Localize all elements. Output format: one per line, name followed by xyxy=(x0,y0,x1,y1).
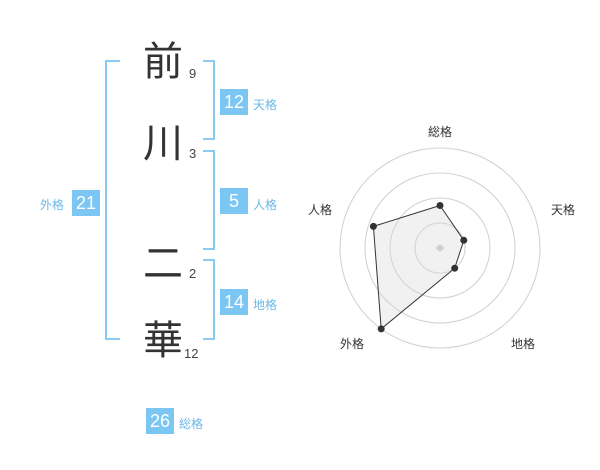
stroke-count-3: 2 xyxy=(189,266,197,281)
name-char-4: 華 xyxy=(143,318,183,364)
radar-axis-label-chikaku: 地格 xyxy=(511,337,536,351)
radar-ring xyxy=(414,222,466,274)
radar-point-1 xyxy=(436,202,444,209)
radar-ring xyxy=(364,172,516,324)
radar-polygon xyxy=(372,204,465,330)
chikaku-value: 14 xyxy=(220,289,248,315)
radar-point-5 xyxy=(369,222,377,230)
radar-point-3 xyxy=(451,264,459,272)
tenkaku-bracket xyxy=(203,60,215,140)
radar-ring xyxy=(339,147,541,349)
radar-axis-label-soukaku: 総格 xyxy=(428,125,453,139)
radar-point-2 xyxy=(460,236,468,244)
stroke-count-1: 9 xyxy=(189,66,197,81)
radar-center xyxy=(436,244,444,252)
gaikaku-label: 外格 xyxy=(40,198,65,212)
soukaku-label: 総格 xyxy=(179,417,204,431)
radar-axis-label-jinkaku: 人格 xyxy=(308,203,333,217)
jinkaku-value: 5 xyxy=(220,188,248,214)
soukaku-value: 26 xyxy=(146,408,174,434)
name-char-2: 川 xyxy=(143,121,183,167)
stroke-count-4: 12 xyxy=(184,346,199,361)
radar-point-4 xyxy=(377,325,385,333)
name-char-3: 二 xyxy=(143,241,183,287)
jinkaku-label: 人格 xyxy=(253,198,278,212)
chikaku-label: 地格 xyxy=(253,298,278,312)
radar-ring xyxy=(389,197,491,299)
gaikaku-bracket xyxy=(105,60,120,340)
stroke-count-2: 3 xyxy=(189,146,197,161)
tenkaku-label: 天格 xyxy=(253,98,278,112)
gaikaku-value: 21 xyxy=(72,190,100,216)
tenkaku-value: 12 xyxy=(220,89,248,115)
chikaku-bracket xyxy=(203,259,215,340)
radar-axis-label-gaikaku: 外格 xyxy=(340,337,365,351)
radar-axis-label-tenkaku: 天格 xyxy=(551,203,576,217)
jinkaku-bracket xyxy=(203,150,215,250)
name-char-1: 前 xyxy=(143,39,183,85)
